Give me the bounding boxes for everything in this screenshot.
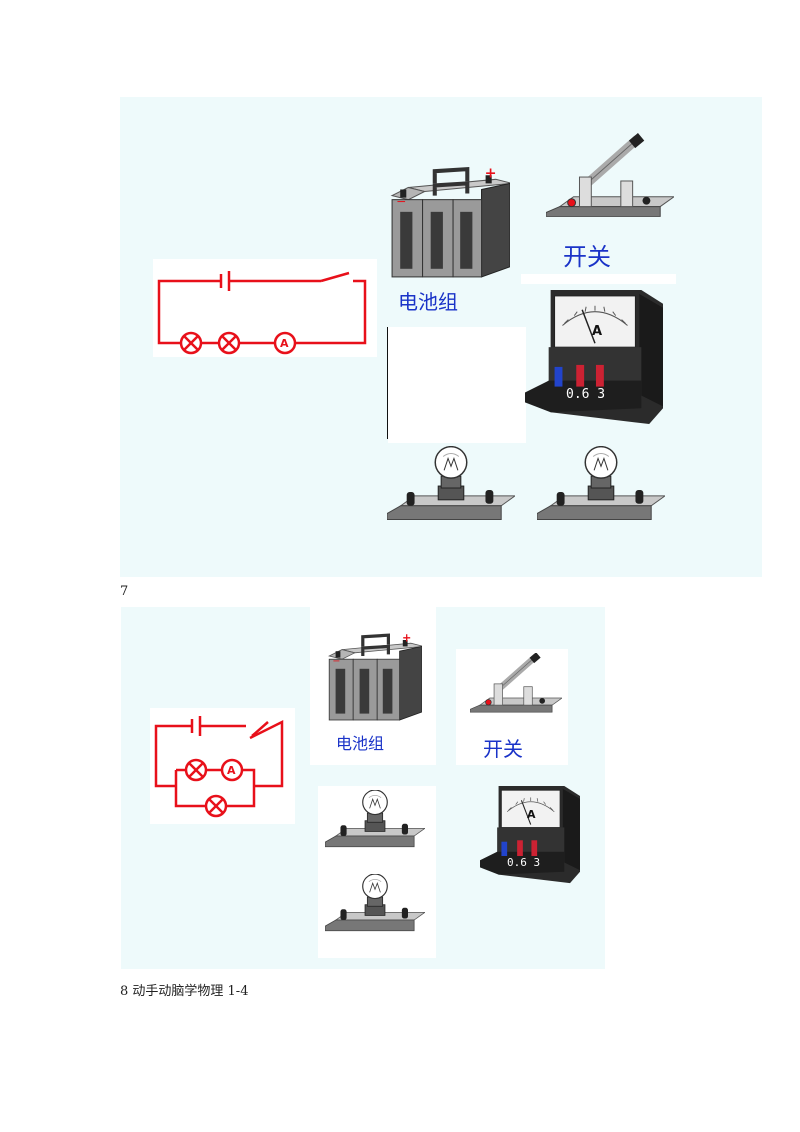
bulb-holder-icon xyxy=(325,790,425,856)
ammeter-terminals: 0.6 3 xyxy=(507,856,541,869)
battery-label: 电池组 xyxy=(398,290,458,314)
svg-text:A: A xyxy=(227,764,236,777)
ammeter-letter: A xyxy=(527,808,536,821)
white-strip xyxy=(521,274,676,284)
parallel-circuit-diagram: A xyxy=(154,716,284,818)
battery-pack-icon xyxy=(326,628,422,724)
blank-box xyxy=(388,327,526,443)
circuit-diagram-1: A xyxy=(153,259,377,357)
bulb-holder-icon xyxy=(537,446,665,532)
battery-pack-icon xyxy=(388,160,510,282)
series-circuit-diagram: A xyxy=(157,271,367,355)
bulb-holder-icon xyxy=(325,874,425,940)
caption-7: 7 xyxy=(120,584,129,599)
knife-switch-icon xyxy=(546,132,674,228)
svg-text:A: A xyxy=(280,337,289,350)
knife-switch-icon xyxy=(470,653,562,719)
ammeter-terminals: 0.6 3 xyxy=(566,387,606,402)
ammeter-icon xyxy=(525,290,663,428)
divider-line xyxy=(387,327,388,439)
ammeter-icon xyxy=(480,786,580,886)
switch-label: 开关 xyxy=(563,243,611,271)
circuit-diagram-2: A xyxy=(150,708,295,824)
switch-label: 开关 xyxy=(483,737,523,761)
caption-8: 8 动手动脑学物理 1-4 xyxy=(120,984,249,999)
battery-label: 电池组 xyxy=(336,734,385,753)
bulb-holder-icon xyxy=(387,446,515,532)
ammeter-letter: A xyxy=(592,324,603,339)
